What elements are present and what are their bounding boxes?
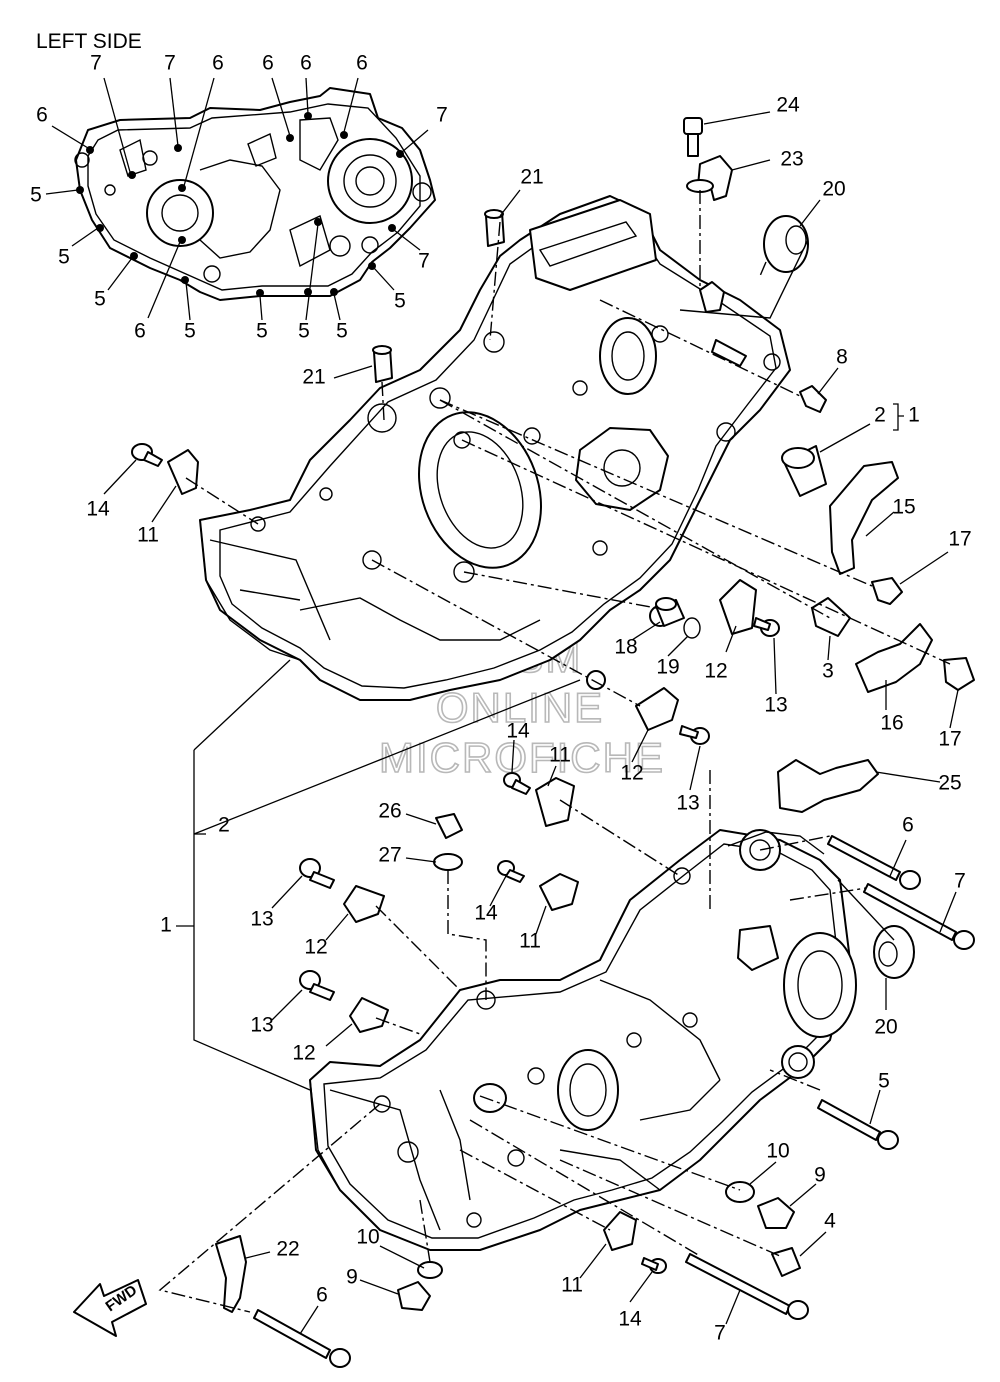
callout-number: 14 bbox=[506, 720, 530, 743]
assembly-bracket bbox=[176, 659, 581, 1091]
callout-number: 14 bbox=[86, 498, 110, 521]
callout-number: 11 bbox=[519, 930, 541, 953]
watermark-line-2: ONLINE bbox=[436, 684, 604, 731]
callout-number: 13 bbox=[250, 1014, 273, 1037]
callout-number: 11 bbox=[137, 524, 159, 547]
callout-number: 6 bbox=[134, 320, 146, 343]
callout-number: 18 bbox=[614, 636, 637, 659]
callout-number: 6 bbox=[902, 814, 914, 837]
upper-callouts: 21 21 24 23 20 8 2 1 15 17 14 11 18 19 1… bbox=[86, 94, 971, 815]
callout-number: 13 bbox=[250, 908, 273, 931]
callout-number: 5 bbox=[256, 320, 268, 343]
callout-number: 6 bbox=[300, 52, 312, 75]
callout-number: 5 bbox=[58, 246, 70, 269]
callout-number: 12 bbox=[620, 762, 643, 785]
callout-number: 10 bbox=[766, 1140, 789, 1163]
right-crankcase-half bbox=[309, 829, 857, 1251]
callout-number: 3 bbox=[822, 660, 834, 683]
leaders-upper bbox=[103, 111, 959, 791]
callout-number: 13 bbox=[676, 792, 699, 815]
inset-callouts: 7 7 6 6 6 6 6 7 5 5 5 7 5 6 5 5 5 5 bbox=[30, 52, 448, 343]
callout-number: 1 bbox=[908, 404, 920, 427]
callout-number: 17 bbox=[938, 728, 961, 751]
callout-number: 5 bbox=[336, 320, 348, 343]
callout-number: 10 bbox=[356, 1226, 379, 1249]
upper-small-parts bbox=[131, 117, 975, 745]
callout-number: 27 bbox=[378, 844, 401, 867]
callout-number: 7 bbox=[714, 1322, 726, 1345]
callout-number: 5 bbox=[878, 1070, 890, 1093]
callout-number: 8 bbox=[836, 346, 848, 369]
callout-number: 13 bbox=[764, 694, 787, 717]
diagram-title: LEFT SIDE bbox=[36, 30, 142, 53]
assembly-lines bbox=[158, 190, 951, 1313]
callout-number: 21 bbox=[302, 366, 325, 389]
callout-number: 4 bbox=[824, 1210, 836, 1233]
callout-number: 1 bbox=[160, 914, 172, 937]
lower-small-parts bbox=[215, 759, 975, 1368]
leaders-lower bbox=[245, 813, 957, 1335]
callout-number: 5 bbox=[94, 288, 106, 311]
callout-number: 6 bbox=[262, 52, 274, 75]
callout-number: 24 bbox=[776, 94, 800, 117]
callout-number: 2 bbox=[218, 814, 230, 837]
left-crankcase-half bbox=[199, 195, 791, 701]
callout-number: 17 bbox=[948, 528, 971, 551]
callout-number: 11 bbox=[549, 744, 571, 767]
callout-number: 5 bbox=[184, 320, 196, 343]
callout-number: 9 bbox=[814, 1164, 826, 1187]
callout-number: 20 bbox=[822, 178, 845, 201]
callout-number: 7 bbox=[164, 52, 176, 75]
callout-number: 19 bbox=[656, 656, 679, 679]
callout-number: 5 bbox=[298, 320, 310, 343]
callout-number: 7 bbox=[954, 870, 966, 893]
callout-number: 23 bbox=[780, 148, 803, 171]
callout-number: 6 bbox=[212, 52, 224, 75]
callout-number: 7 bbox=[436, 104, 448, 127]
fwd-arrow-icon: FWD bbox=[73, 1279, 147, 1337]
lower-callouts: 26 27 6 7 13 12 14 11 13 12 20 5 10 9 4 … bbox=[160, 800, 966, 1345]
callout-number: 21 bbox=[520, 166, 543, 189]
callout-number: 12 bbox=[304, 936, 327, 959]
callout-number: 16 bbox=[880, 712, 903, 735]
callout-number: 26 bbox=[378, 800, 401, 823]
callout-number: 6 bbox=[356, 52, 368, 75]
inset-left-side-view bbox=[45, 77, 436, 321]
callout-number: 7 bbox=[418, 250, 430, 273]
callout-number: 22 bbox=[276, 1238, 299, 1261]
callout-number: 5 bbox=[394, 290, 406, 313]
callout-number: 6 bbox=[36, 104, 48, 127]
callout-number: 25 bbox=[938, 772, 961, 795]
callout-number: 11 bbox=[561, 1274, 583, 1297]
callout-number: 12 bbox=[292, 1042, 315, 1065]
callout-number: 6 bbox=[316, 1284, 328, 1307]
callout-number: 14 bbox=[474, 902, 498, 925]
callout-number: 15 bbox=[892, 496, 915, 519]
callout-number: 7 bbox=[90, 52, 102, 75]
callout-number: 14 bbox=[618, 1308, 642, 1331]
callout-number: 20 bbox=[874, 1016, 897, 1039]
callout-number: 2 bbox=[874, 404, 886, 427]
callout-number: 5 bbox=[30, 184, 42, 207]
callout-number: 9 bbox=[346, 1266, 358, 1289]
callout-number: 12 bbox=[704, 660, 727, 683]
